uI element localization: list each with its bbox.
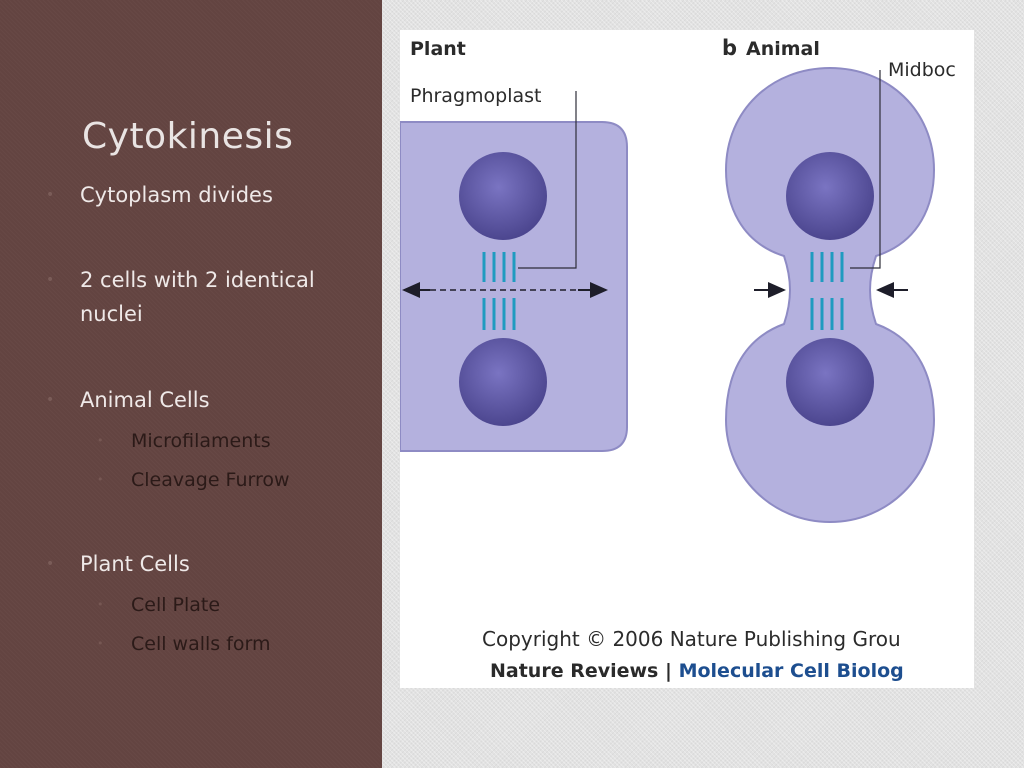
bullet-text: Plant Cells xyxy=(80,552,190,576)
bullet-identical-nuclei: • 2 cells with 2 identical nuclei xyxy=(46,263,370,331)
sub-bullet-dot-icon: • xyxy=(97,473,104,486)
sub-bullet-text: Microfilaments xyxy=(131,430,271,452)
bullet-dot-icon: • xyxy=(46,272,55,288)
slide-title: Cytokinesis xyxy=(82,116,294,157)
sub-bullet-text: Cell Plate xyxy=(131,594,221,616)
copyright-line: Copyright © 2006 Nature Publishing Grou xyxy=(482,627,901,651)
animal-nucleus-bottom xyxy=(786,338,874,426)
bullet-text: Cytoplasm divides xyxy=(80,183,273,207)
sub-bullet-cell-plate: • Cell Plate xyxy=(97,591,371,619)
bullet-text: 2 cells with 2 identical nuclei xyxy=(80,268,315,326)
midbody-microtubules xyxy=(810,252,844,330)
animal-nucleus-top xyxy=(786,152,874,240)
sub-bullet-microfilaments: • Microfilaments xyxy=(97,427,371,455)
journal-credit: Nature Reviews | Molecular Cell Biolog xyxy=(490,660,904,682)
midbody-label: Midboc xyxy=(888,59,956,81)
sub-bullet-dot-icon: • xyxy=(97,637,104,650)
phragmoplast-leader-line xyxy=(518,91,577,269)
animal-title: Animal xyxy=(746,38,820,60)
bullet-plant-cells: • Plant Cells xyxy=(46,547,370,581)
sub-bullet-cleavage-furrow: • Cleavage Furrow xyxy=(97,466,371,494)
text-panel: Cytokinesis • Cytoplasm divides • 2 cell… xyxy=(0,0,382,768)
sub-bullet-dot-icon: • xyxy=(97,598,104,611)
sub-bullet-text: Cleavage Furrow xyxy=(131,469,290,491)
animal-letter: b xyxy=(722,36,737,60)
animal-cell xyxy=(724,66,936,524)
sub-bullet-dot-icon: • xyxy=(97,434,104,447)
plant-nucleus-top xyxy=(459,152,547,240)
plant-cell xyxy=(400,121,628,452)
phragmoplast-microtubules xyxy=(482,252,516,330)
bullet-text: Animal Cells xyxy=(80,388,210,412)
sub-bullet-cell-walls: • Cell walls form xyxy=(97,630,371,658)
midbody-leader-line xyxy=(850,70,881,269)
bullet-cytoplasm: • Cytoplasm divides xyxy=(46,178,370,212)
credit-separator: | xyxy=(665,660,672,682)
bullet-dot-icon: • xyxy=(46,392,55,408)
cytokinesis-figure: Plant Phragmoplast b Animal Midboc xyxy=(400,30,974,688)
journal-name: Nature Reviews xyxy=(490,660,658,682)
bullet-animal-cells: • Animal Cells xyxy=(46,383,370,417)
journal-section: Molecular Cell Biolog xyxy=(679,660,904,682)
plant-title: Plant xyxy=(410,38,466,60)
sub-bullet-text: Cell walls form xyxy=(131,633,271,655)
cytokinesis-diagram: Plant Phragmoplast b Animal Midboc xyxy=(400,36,956,682)
phragmoplast-label: Phragmoplast xyxy=(410,85,541,107)
plant-nucleus-bottom xyxy=(459,338,547,426)
bullet-dot-icon: • xyxy=(46,556,55,572)
bullet-dot-icon: • xyxy=(46,187,55,203)
